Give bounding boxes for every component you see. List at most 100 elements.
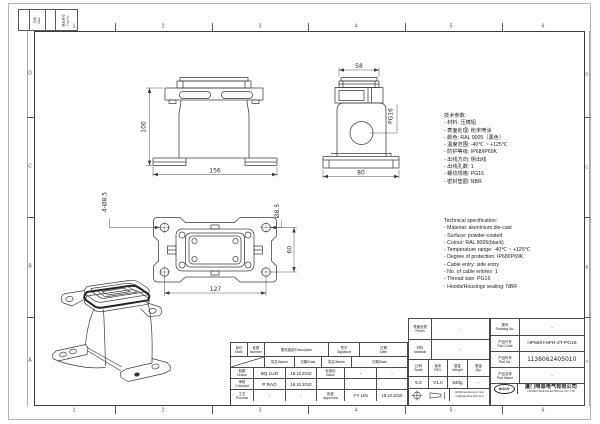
spec-line: - 温度范围: -40℃ ~ +125℃ <box>444 142 508 149</box>
spec-line: - 颜色: RAL 9005（黑色） <box>444 134 505 141</box>
checked-label: 审核 Checked <box>235 380 249 388</box>
zone-number-top: 6 <box>541 23 545 30</box>
spec-line: - No. of cable entries: 1 <box>444 269 498 276</box>
revision-strip: 日期 Date 更改单号 Chg.No. <box>18 9 78 31</box>
part-code-value: HP68/H-5FH-2T-PG16 <box>519 336 584 351</box>
zone-tick <box>502 23 503 31</box>
name-subheader: 姓名/Name <box>321 357 351 367</box>
spec-line: - 表面处理: 粉末喷涂 <box>444 127 492 134</box>
zone-number-bottom: 2 <box>161 407 165 414</box>
dimensions-note: All Dimensions in mm Original Size DIN A… <box>449 389 489 401</box>
zone-letter-left: C <box>28 163 32 170</box>
empty-cell <box>376 379 407 389</box>
zone-tick <box>308 406 309 414</box>
zone-letter-left: B <box>28 263 32 270</box>
zone-number-bottom: 6 <box>541 407 545 414</box>
first-angle-projection-icon <box>411 390 445 400</box>
qty-value: - <box>467 377 489 388</box>
scale-value: 5:2 <box>415 380 422 385</box>
zone-tick <box>212 23 213 31</box>
spec-line: - Degree of protection: IP68/IP69K <box>444 254 524 261</box>
part-name-value: - <box>519 368 584 383</box>
zone-tick <box>585 217 590 218</box>
zone-tick <box>27 317 34 318</box>
zone-number-top: 5 <box>449 23 453 30</box>
company-name-en: XIAMEN WAIN ELECTRICAL CO.,LTD <box>526 389 576 394</box>
spec-title-cn: 技术参数: <box>444 113 467 119</box>
diagonal-cell <box>231 357 264 367</box>
dim-plan-holes: 4-Ø8.5 <box>102 192 109 212</box>
right-margin-line <box>589 31 590 406</box>
checked-date: 18.10.2010 <box>285 379 316 389</box>
rev-label: 版本 REV. <box>428 360 447 376</box>
stand-label: 标准化 Stand. <box>316 368 344 378</box>
zone-letter-right: D <box>585 71 589 77</box>
name-subheader: 姓名/Name <box>264 357 294 367</box>
zone-number-bottom: 3 <box>258 407 262 414</box>
material-value: - <box>431 340 489 359</box>
process-label: 工艺 Process <box>235 391 249 400</box>
zone-number-top: 2 <box>161 23 165 30</box>
approved-date: 18.10.2010 <box>376 390 407 401</box>
zone-letter-right: A <box>585 358 589 364</box>
drawn-label: 制图 Drawn <box>237 369 247 377</box>
finish-value: - <box>431 319 489 339</box>
revision-strip-date: 日期 Date <box>29 10 45 30</box>
drawing-no-value: - <box>519 319 584 335</box>
finish-label: 表面处理 Finish <box>413 325 427 333</box>
spec-line: - 防护等级: IP68/IP69K <box>444 149 498 156</box>
drawn-name: BQ LUO <box>253 368 285 378</box>
dim-side-top-width: 58 <box>355 63 363 70</box>
drawn-date: 18.10.2010 <box>285 368 316 378</box>
weight-value: 940g <box>447 377 467 388</box>
zone-number-top: 3 <box>258 23 262 30</box>
title-block-left: 标记 Mark 处数 Number 更改描述/Description 签字 Si… <box>230 342 408 406</box>
spec-line: - Thread size: PG16 <box>444 276 491 283</box>
zone-tick <box>27 117 34 118</box>
spec-line: - Hoods/Housings sealing: NBR <box>444 283 517 290</box>
spec-block-cn: 技术参数: - 材料: 压铸铝 - 表面处理: 粉末喷涂 - 颜色: RAL 9… <box>444 113 508 186</box>
empty-cell <box>316 379 344 389</box>
zone-letter-left: A <box>28 357 32 364</box>
date-subheader: 日期/Date <box>294 357 321 367</box>
zone-tick <box>212 406 213 414</box>
company-logo: WAIN <box>491 384 517 394</box>
scale-label: 比例 Scale <box>414 364 423 372</box>
company-name: 厦门唯恩电气有限公司 XIAMEN WAIN ELECTRICAL CO.,LT… <box>517 384 584 394</box>
front-view-dimensions <box>146 87 278 177</box>
date-subheader: 日期/Date <box>351 357 407 367</box>
revision-strip-chg: 更改单号 Chg.No. <box>55 10 77 30</box>
zone-number-top: 1 <box>72 23 76 30</box>
spec-line: - 出线方向: 侧出线 <box>444 156 487 163</box>
dim-front-width: 156 <box>209 168 221 175</box>
dim-plan-horizontal: 127 <box>210 286 222 293</box>
zone-letter-right: C <box>585 164 589 170</box>
checked-name: P RAO <box>253 379 285 389</box>
spec-line: - 出线孔数: 1 <box>444 164 474 171</box>
mark-header: 标记 Mark <box>235 345 243 354</box>
spec-line: - 密封垫圈: NBR <box>444 178 482 185</box>
dim-plan-hole-dia: Ø8.5 <box>274 204 281 218</box>
zone-tick <box>405 23 406 31</box>
rev-value: V1.0 <box>428 377 447 388</box>
zone-tick <box>27 217 34 218</box>
spec-line: - Cable entry: side entry <box>444 261 500 268</box>
thread-label: PG16 <box>388 108 395 124</box>
left-margin-line <box>27 31 28 406</box>
spec-line: - Surface: powder-coated <box>444 232 503 239</box>
projection-symbols <box>409 389 449 401</box>
part-name-label: 产品名称 Part Name <box>496 371 514 380</box>
zone-tick <box>585 317 590 318</box>
zone-tick <box>115 23 116 31</box>
spec-line: - Colour: RAL 9005(black) <box>444 239 504 246</box>
process-name: - <box>253 390 285 401</box>
part-no-value: 1136062405010 <box>519 352 584 367</box>
zone-letter-left: D <box>28 70 32 77</box>
spec-line: - Temperature range: -40℃ ~ +125℃ <box>444 247 531 254</box>
front-view <box>152 77 278 166</box>
zone-tick <box>502 406 503 414</box>
dim-front-height: 100 <box>141 121 148 133</box>
title-block-right: 图号 Drawing No. - 产品代号 Part Code HP68/H-5… <box>490 318 585 406</box>
approved-label: 批准 Approved <box>316 390 344 401</box>
approved-name: YY LIN <box>344 390 376 401</box>
